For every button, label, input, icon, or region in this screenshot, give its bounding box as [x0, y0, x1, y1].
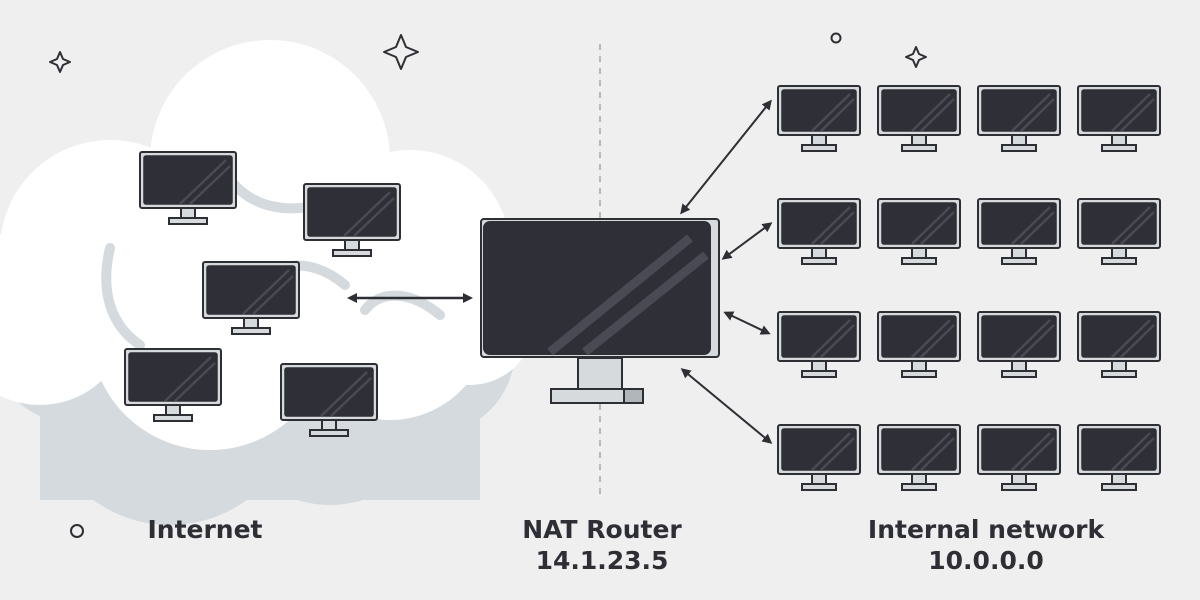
internal-computer [876, 310, 962, 379]
sparkle-icon [49, 51, 71, 73]
internal-computer [776, 310, 862, 379]
small-circle-icon [830, 32, 842, 44]
small-circle-icon [70, 524, 84, 538]
double-arrow-icon [721, 222, 773, 260]
internal-network-label: Internal network 10.0.0.0 [836, 514, 1136, 576]
internet-label: Internet [147, 515, 263, 544]
double-arrow-icon [680, 99, 772, 215]
router-name: NAT Router [522, 515, 682, 544]
internal-computer [876, 84, 962, 153]
internal-computer [1076, 423, 1162, 492]
double-arrow-icon [680, 368, 773, 444]
nat-router-label: NAT Router 14.1.23.5 [472, 514, 732, 576]
internal-network-ip: 10.0.0.0 [928, 546, 1044, 575]
nat-router-monitor [480, 218, 720, 404]
internal-computer [1076, 197, 1162, 266]
internal-computer [976, 423, 1062, 492]
internal-computer [976, 310, 1062, 379]
internal-network-name: Internal network [867, 515, 1105, 544]
sparkle-icon [905, 46, 927, 68]
double-arrow-icon [723, 311, 771, 335]
internal-computer [976, 197, 1062, 266]
internal-computer [1076, 310, 1162, 379]
internal-computer [876, 197, 962, 266]
internal-computer [776, 423, 862, 492]
internal-computer [776, 84, 862, 153]
internal-computer [1076, 84, 1162, 153]
sparkle-icon [383, 34, 419, 70]
internal-computer [876, 423, 962, 492]
internal-computer [976, 84, 1062, 153]
internal-computer [776, 197, 862, 266]
router-ip: 14.1.23.5 [535, 546, 669, 575]
